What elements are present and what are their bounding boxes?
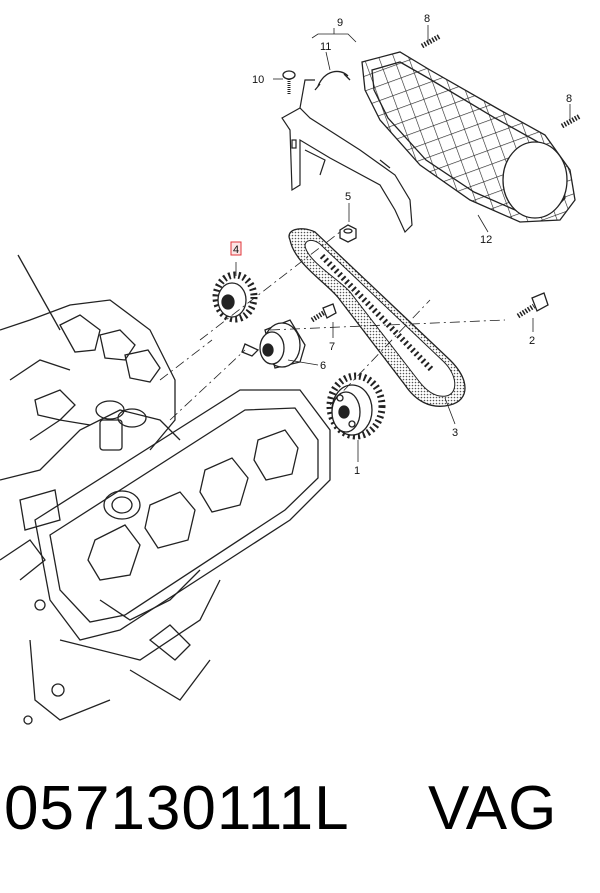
rear-cover-bracket xyxy=(281,79,413,234)
timing-belt xyxy=(288,228,466,407)
callout-8-upper: 8 xyxy=(424,13,430,25)
callout-3: 3 xyxy=(452,427,458,439)
callout-8-lower: 8 xyxy=(566,93,572,105)
callout-9: 9 xyxy=(337,17,343,29)
bolt-10 xyxy=(282,70,296,95)
part-number: 057130111L xyxy=(4,774,350,843)
callout-12: 12 xyxy=(480,234,492,246)
callout-11: 11 xyxy=(320,41,331,53)
clip xyxy=(314,70,351,91)
callout-4-box xyxy=(230,241,242,256)
camshaft-sprocket xyxy=(326,372,386,440)
idler-gear xyxy=(212,271,258,323)
nut xyxy=(339,224,357,243)
tension-roller xyxy=(241,319,306,369)
brand-name: VAG xyxy=(428,774,558,843)
exploded-parts-diagram: 4 5 6 7 2 3 1 8 8 9 10 11 12 xyxy=(0,13,582,725)
callout-4: 4 xyxy=(233,244,239,256)
bolt-7 xyxy=(310,303,337,323)
bolt-8-lower xyxy=(560,113,582,129)
bolt-2 xyxy=(516,292,549,319)
timing-belt-cover xyxy=(361,51,576,223)
leader-lines xyxy=(159,25,571,462)
callout-7: 7 xyxy=(329,341,335,353)
engine-block xyxy=(0,254,331,725)
bolt-8-upper xyxy=(420,33,442,49)
callout-10: 10 xyxy=(252,74,264,86)
callout-5: 5 xyxy=(345,191,351,203)
callout-2: 2 xyxy=(529,335,535,347)
callout-6: 6 xyxy=(320,360,326,372)
callout-1: 1 xyxy=(354,465,360,477)
